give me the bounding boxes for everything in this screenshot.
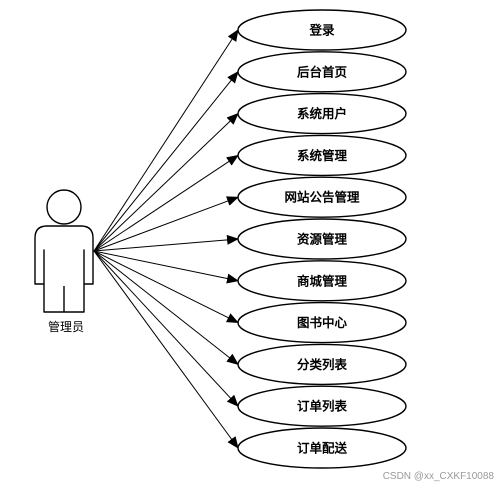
use-case-11: 订单配送 <box>237 427 407 469</box>
use-case-ellipse <box>237 260 407 302</box>
use-case-1: 登录 <box>237 9 407 51</box>
use-case-9: 分类列表 <box>237 343 407 386</box>
use-case-ellipse <box>237 218 407 260</box>
use-case-ellipse <box>237 343 407 386</box>
actor-figure <box>34 189 94 313</box>
actor-head <box>46 189 82 225</box>
use-case-10: 订单列表 <box>237 385 407 427</box>
use-case-4: 系统管理 <box>237 134 407 177</box>
use-case-6: 资源管理 <box>237 218 407 260</box>
connector-8 <box>93 250 239 324</box>
connector-7 <box>93 250 239 284</box>
use-case-label: 系统管理 <box>297 148 348 163</box>
use-case-label: 网站公告管理 <box>284 190 360 205</box>
connector-11 <box>93 250 239 449</box>
use-case-2: 后台首页 <box>237 51 407 93</box>
use-case-ellipse <box>237 385 407 427</box>
use-case-ellipse <box>237 51 407 93</box>
actor-label: 管理员 <box>47 320 84 334</box>
use-case-ellipse <box>237 176 407 218</box>
connector-4 <box>93 154 239 252</box>
use-case-label: 系统用户 <box>297 106 347 121</box>
use-case-label: 后台首页 <box>297 64 347 79</box>
connector-3 <box>93 112 239 252</box>
watermark: CSDN @xx_CXKF10088 <box>382 471 494 482</box>
connector-1 <box>93 29 239 252</box>
use-case-7: 商城管理 <box>237 260 407 302</box>
use-case-ellipse <box>237 427 407 469</box>
use-case-label: 商城管理 <box>297 273 348 288</box>
actor-body <box>34 225 94 313</box>
use-case-label: 订单配送 <box>297 441 348 456</box>
connector-2 <box>93 71 239 252</box>
use-case-label: 登录 <box>308 23 335 38</box>
use-case-ellipse <box>237 9 407 51</box>
connector-10 <box>93 250 239 407</box>
connector-5 <box>93 196 239 252</box>
use-case-label: 资源管理 <box>297 232 348 247</box>
connector-6 <box>93 234 239 252</box>
use-case-ellipse <box>237 92 407 135</box>
connector-9 <box>93 250 239 366</box>
use-case-label: 分类列表 <box>297 357 348 372</box>
use-case-ellipse <box>237 301 407 344</box>
use-case-ellipse <box>237 134 407 177</box>
use-case-8: 图书中心 <box>237 301 407 344</box>
use-cases: 登录后台首页系统用户系统管理网站公告管理资源管理商城管理图书中心分类列表订单列表… <box>237 9 407 469</box>
use-case-5: 网站公告管理 <box>237 176 407 218</box>
use-case-label: 图书中心 <box>297 315 348 330</box>
use-case-3: 系统用户 <box>237 92 407 135</box>
use-case-label: 订单列表 <box>297 399 348 414</box>
connectors <box>93 29 239 449</box>
